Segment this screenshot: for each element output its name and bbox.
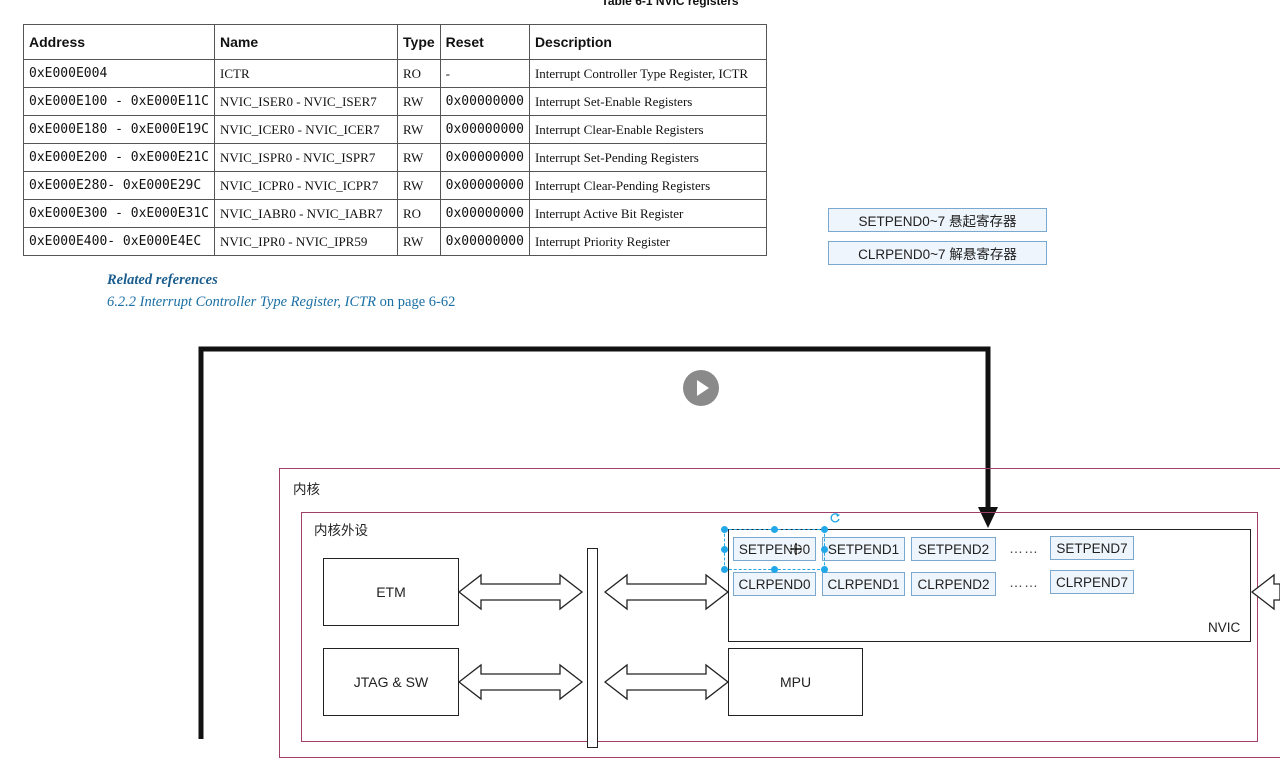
- jtag-sw-block[interactable]: JTAG & SW: [323, 648, 459, 716]
- resize-handle[interactable]: [721, 566, 728, 573]
- cell-type: RO: [397, 59, 441, 88]
- setpend7-cell[interactable]: SETPEND7: [1050, 536, 1134, 560]
- related-references-heading: Related references: [107, 272, 218, 288]
- resize-handle[interactable]: [721, 526, 728, 533]
- cell-reset: 0x00000000: [439, 115, 530, 144]
- resize-handle[interactable]: [821, 546, 828, 553]
- cell-name: NVIC_IPR0 - NVIC_IPR59: [214, 227, 399, 256]
- table-row: 0xE000E004 ICTR RO - Interrupt Controlle…: [22, 59, 767, 88]
- cell-name: NVIC_ISPR0 - NVIC_ISPR7: [214, 143, 399, 172]
- resize-handle[interactable]: [821, 566, 828, 573]
- cell-name: NVIC_ICPR0 - NVIC_ICPR7: [214, 171, 399, 200]
- table-row: 0xE000E100 - 0xE000E11C NVIC_ISER0 - NVI…: [22, 87, 767, 116]
- table-row: 0xE000E300 - 0xE000E31C NVIC_IABR0 - NVI…: [22, 199, 767, 228]
- selection-outline: [724, 529, 825, 570]
- cell-name: ICTR: [214, 59, 399, 88]
- double-arrow-jtag-bus: [457, 663, 584, 701]
- rotate-handle-icon[interactable]: [829, 512, 841, 524]
- table-row: 0xE000E180 - 0xE000E19C NVIC_ICER0 - NVI…: [22, 115, 767, 144]
- cell-address: 0xE000E004: [22, 59, 216, 88]
- clrpend0-cell[interactable]: CLRPEND0: [733, 572, 816, 596]
- resize-handle[interactable]: [821, 526, 828, 533]
- cell-description: Interrupt Priority Register: [528, 227, 767, 256]
- cell-description: Interrupt Clear-Pending Registers: [528, 171, 767, 200]
- cell-description: Interrupt Active Bit Register: [528, 199, 767, 228]
- clrpend2-cell[interactable]: CLRPEND2: [911, 572, 996, 596]
- related-reference-link[interactable]: 6.2.2 Interrupt Controller Type Register…: [107, 294, 455, 311]
- table-row: 0xE000E400- 0xE000E4EC NVIC_IPR0 - NVIC_…: [22, 227, 767, 256]
- note-clrpend[interactable]: CLRPEND0~7 解悬寄存器: [828, 241, 1047, 265]
- nvic-label: NVIC: [1208, 620, 1241, 635]
- cell-address: 0xE000E280- 0xE000E29C: [22, 171, 216, 200]
- resize-handle[interactable]: [771, 566, 778, 573]
- setpend1-cell[interactable]: SETPEND1: [822, 537, 905, 561]
- cell-type: RW: [397, 115, 441, 144]
- clrpend7-cell[interactable]: CLRPEND7: [1050, 570, 1134, 594]
- column-header-name: Name: [214, 24, 399, 60]
- resize-handle[interactable]: [721, 546, 728, 553]
- core-label: 内核: [293, 482, 320, 497]
- cell-description: Interrupt Clear-Enable Registers: [528, 115, 767, 144]
- double-arrow-etm-bus: [457, 573, 584, 611]
- related-reference-link-text[interactable]: 6.2.2 Interrupt Controller Type Register…: [107, 294, 377, 310]
- connector-line[interactable]: [198, 346, 991, 739]
- cell-name: NVIC_ICER0 - NVIC_ICER7: [214, 115, 399, 144]
- cell-reset: 0x00000000: [439, 227, 530, 256]
- clrpend1-cell[interactable]: CLRPEND1: [822, 572, 905, 596]
- column-header-description: Description: [528, 24, 767, 60]
- nvic-block[interactable]: [728, 529, 1251, 642]
- note-setpend[interactable]: SETPEND0~7 悬起寄存器: [828, 208, 1047, 232]
- related-reference-page: on page 6-62: [376, 294, 456, 310]
- cell-name: NVIC_ISER0 - NVIC_ISER7: [214, 87, 399, 116]
- cell-description: Interrupt Controller Type Register, ICTR: [528, 59, 767, 88]
- cell-address: 0xE000E180 - 0xE000E19C: [22, 115, 216, 144]
- column-header-reset: Reset: [439, 24, 530, 60]
- double-arrow-edge-right: [1250, 573, 1280, 611]
- etm-block[interactable]: ETM: [323, 558, 459, 626]
- move-cursor-icon: [788, 541, 804, 557]
- cell-address: 0xE000E300 - 0xE000E31C: [22, 199, 216, 228]
- column-header-address: Address: [22, 24, 216, 60]
- cell-type: RW: [397, 227, 441, 256]
- bus-arrows: [457, 573, 1280, 701]
- nvic-registers-table: Address Name Type Reset Description 0xE0…: [22, 24, 767, 256]
- clrpend-ellipsis: ……: [1009, 574, 1039, 590]
- core-peripherals-label: 内核外设: [314, 523, 368, 538]
- double-arrow-bus-mpu: [603, 663, 730, 701]
- table-header-row: Address Name Type Reset Description: [22, 24, 767, 60]
- setpend-ellipsis: ……: [1009, 540, 1039, 556]
- cell-type: RW: [397, 87, 441, 116]
- mpu-block[interactable]: MPU: [728, 648, 863, 716]
- setpend2-cell[interactable]: SETPEND2: [911, 537, 996, 561]
- cell-reset: 0x00000000: [439, 171, 530, 200]
- setpend0-cell[interactable]: SETPEND0: [733, 537, 816, 561]
- cell-address: 0xE000E400- 0xE000E4EC: [22, 227, 216, 256]
- cell-reset: 0x00000000: [439, 87, 530, 116]
- cell-address: 0xE000E200 - 0xE000E21C: [22, 143, 216, 172]
- resize-handle[interactable]: [771, 526, 778, 533]
- play-icon[interactable]: [683, 370, 719, 406]
- cell-reset: 0x00000000: [439, 199, 530, 228]
- cell-description: Interrupt Set-Pending Registers: [528, 143, 767, 172]
- table-row: 0xE000E280- 0xE000E29C NVIC_ICPR0 - NVIC…: [22, 171, 767, 200]
- double-arrow-bus-nvic: [603, 573, 730, 611]
- table-caption: Table 6-1 NVIC registers: [601, 0, 739, 8]
